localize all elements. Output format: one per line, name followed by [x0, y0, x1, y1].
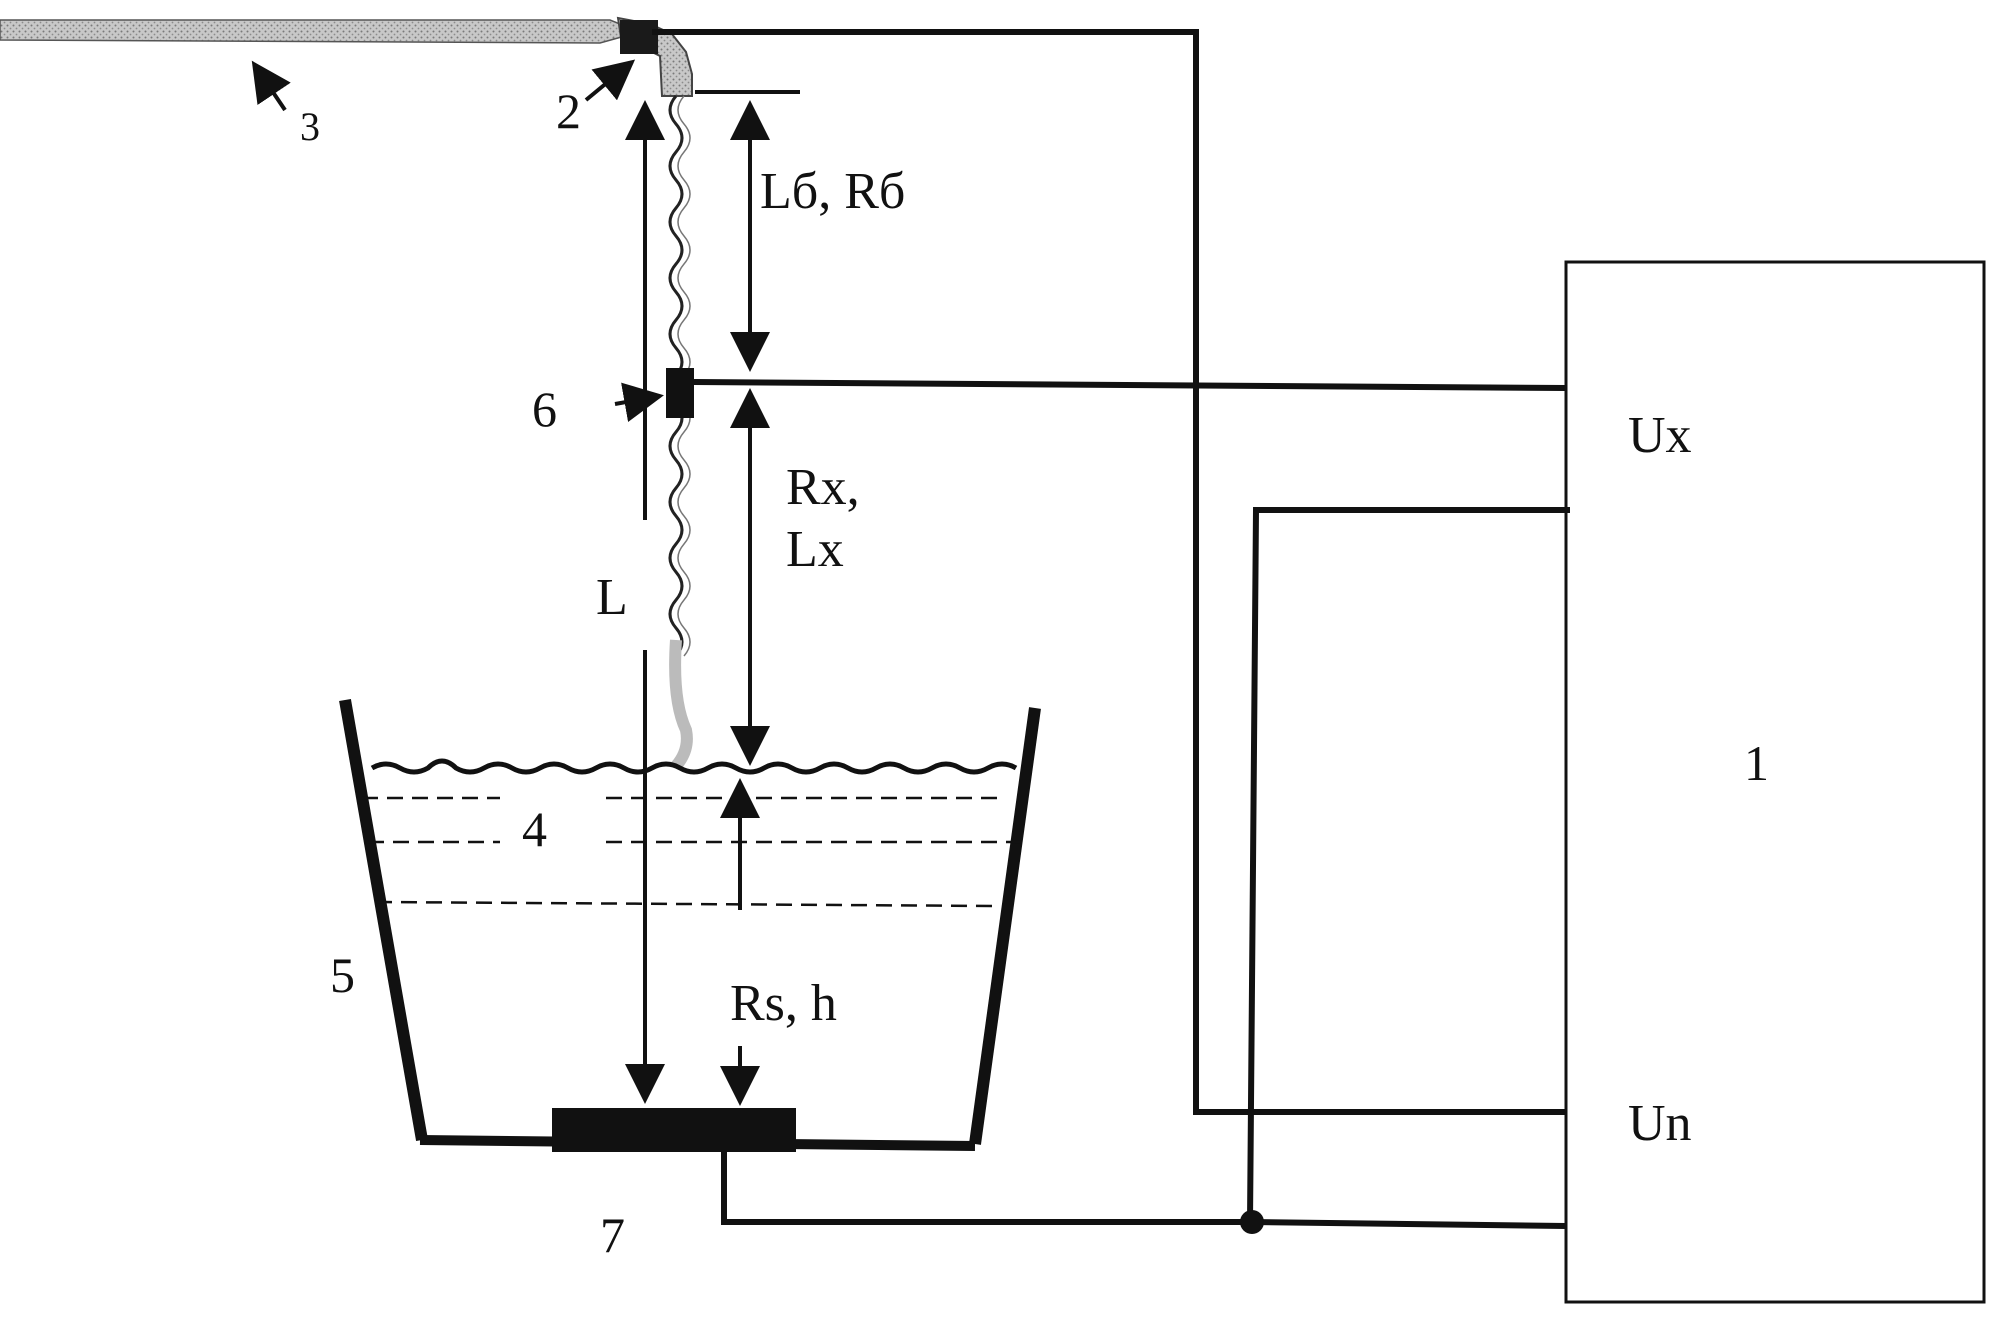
label-bottom-electrode: 7: [600, 1207, 625, 1263]
label-upper-segment: Lб, Rб: [760, 163, 905, 220]
label-lower-segment-l: Lx: [786, 521, 844, 578]
label-lower-segment-r: Rx,: [786, 459, 860, 516]
probe-contact: [666, 368, 694, 418]
junction-dot: [1240, 1210, 1264, 1234]
rod-leader: [254, 64, 285, 110]
thread-tail: [675, 640, 687, 766]
wire-reference-loop: [1250, 510, 1570, 1222]
label-electrode: 2: [556, 83, 581, 139]
electrode-leader: [586, 62, 632, 100]
label-vessel: 5: [330, 947, 355, 1003]
label-total-length: L: [596, 569, 628, 626]
wire-bottom-electrode: [724, 1150, 1566, 1226]
label-probe: 6: [532, 381, 557, 437]
label-device: 1: [1744, 735, 1769, 791]
label-rod: 3: [300, 104, 320, 149]
rod: [0, 20, 625, 43]
wire-probe-to-ux: [694, 382, 1566, 388]
bottom-electrode: [552, 1108, 796, 1152]
terminal-un-label: Un: [1628, 1095, 1692, 1152]
label-liquid-depth: Rs, h: [730, 975, 837, 1032]
liquid: [362, 761, 1024, 906]
terminal-ux-label: Ux: [1628, 407, 1692, 464]
label-liquid: 4: [522, 801, 547, 857]
probe-leader: [615, 396, 660, 404]
